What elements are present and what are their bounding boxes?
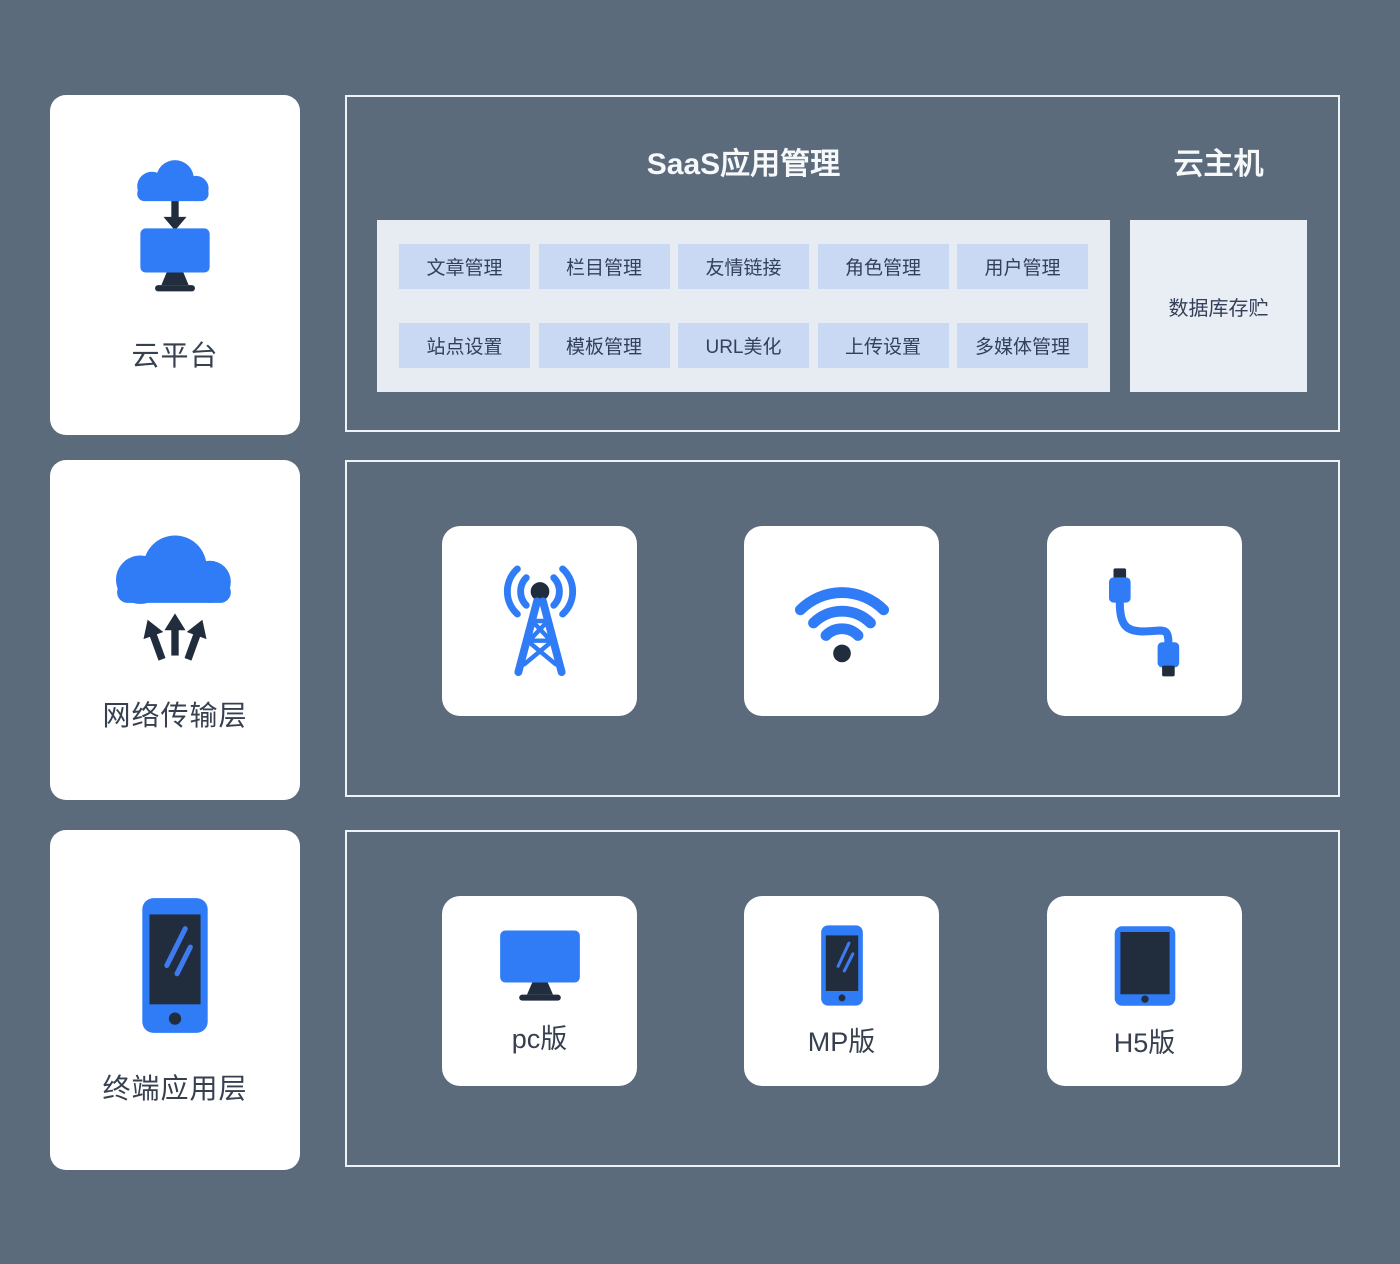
h5-version-tile: H5版 — [1047, 896, 1242, 1086]
layer-card-terminal-application: 终端应用层 — [50, 830, 300, 1170]
wifi-icon — [794, 587, 889, 663]
signal-tower-icon — [503, 565, 576, 677]
smartphone-icon — [142, 897, 208, 1033]
module-user-management: 用户管理 — [957, 244, 1088, 289]
mp-version-tile: MP版 — [744, 896, 939, 1086]
module-role-management: 角色管理 — [817, 244, 949, 289]
module-url-beautify: URL美化 — [678, 323, 809, 368]
tablet-icon — [1114, 925, 1175, 1006]
module-column-management: 栏目管理 — [538, 244, 670, 289]
h5-version-label: H5版 — [1113, 1027, 1176, 1058]
usb-cable-icon — [1108, 567, 1179, 676]
terminal-application-section: pc版 MP版 H5版 — [345, 830, 1340, 1167]
network-transport-section — [345, 460, 1340, 797]
saas-section-title: SaaS应用管理 — [646, 148, 841, 181]
signal-tower-tile — [442, 526, 637, 716]
layer-label-cloud-platform: 云平台 — [131, 339, 219, 371]
layer-label-terminal-application: 终端应用层 — [102, 1072, 248, 1104]
mp-version-label: MP版 — [807, 1027, 876, 1057]
layer-card-network-transport: 网络传输层 — [50, 460, 300, 800]
saas-module-row-1: 文章管理 栏目管理 友情链接 角色管理 用户管理 — [399, 244, 1088, 289]
cloud-to-monitor-icon — [137, 159, 210, 291]
cloud-upload-icon — [116, 534, 231, 661]
saas-modules-panel: 文章管理 栏目管理 友情链接 角色管理 用户管理 站点设置 模板管理 URL美化… — [377, 220, 1110, 392]
pc-version-tile: pc版 — [442, 896, 637, 1086]
module-multimedia-management: 多媒体管理 — [957, 323, 1088, 368]
pc-version-label: pc版 — [511, 1023, 568, 1054]
wifi-tile — [744, 526, 939, 716]
saas-management-section: SaaS应用管理 云主机 文章管理 栏目管理 友情链接 角色管理 用户管理 站点… — [345, 95, 1340, 432]
usb-cable-tile — [1047, 526, 1242, 716]
cloud-host-title: 云主机 — [1173, 148, 1264, 181]
module-upload-settings: 上传设置 — [817, 323, 949, 368]
module-site-settings: 站点设置 — [399, 323, 530, 368]
module-template-management: 模板管理 — [538, 323, 670, 368]
module-friend-links: 友情链接 — [678, 244, 809, 289]
layer-label-network-transport: 网络传输层 — [102, 699, 248, 731]
database-storage-panel: 数据库存贮 — [1130, 220, 1307, 392]
layer-card-cloud-platform: 云平台 — [50, 95, 300, 435]
mobile-phone-icon — [820, 925, 863, 1006]
desktop-monitor-icon — [499, 929, 580, 1001]
module-article-management: 文章管理 — [399, 244, 530, 289]
saas-module-row-2: 站点设置 模板管理 URL美化 上传设置 多媒体管理 — [399, 323, 1088, 368]
